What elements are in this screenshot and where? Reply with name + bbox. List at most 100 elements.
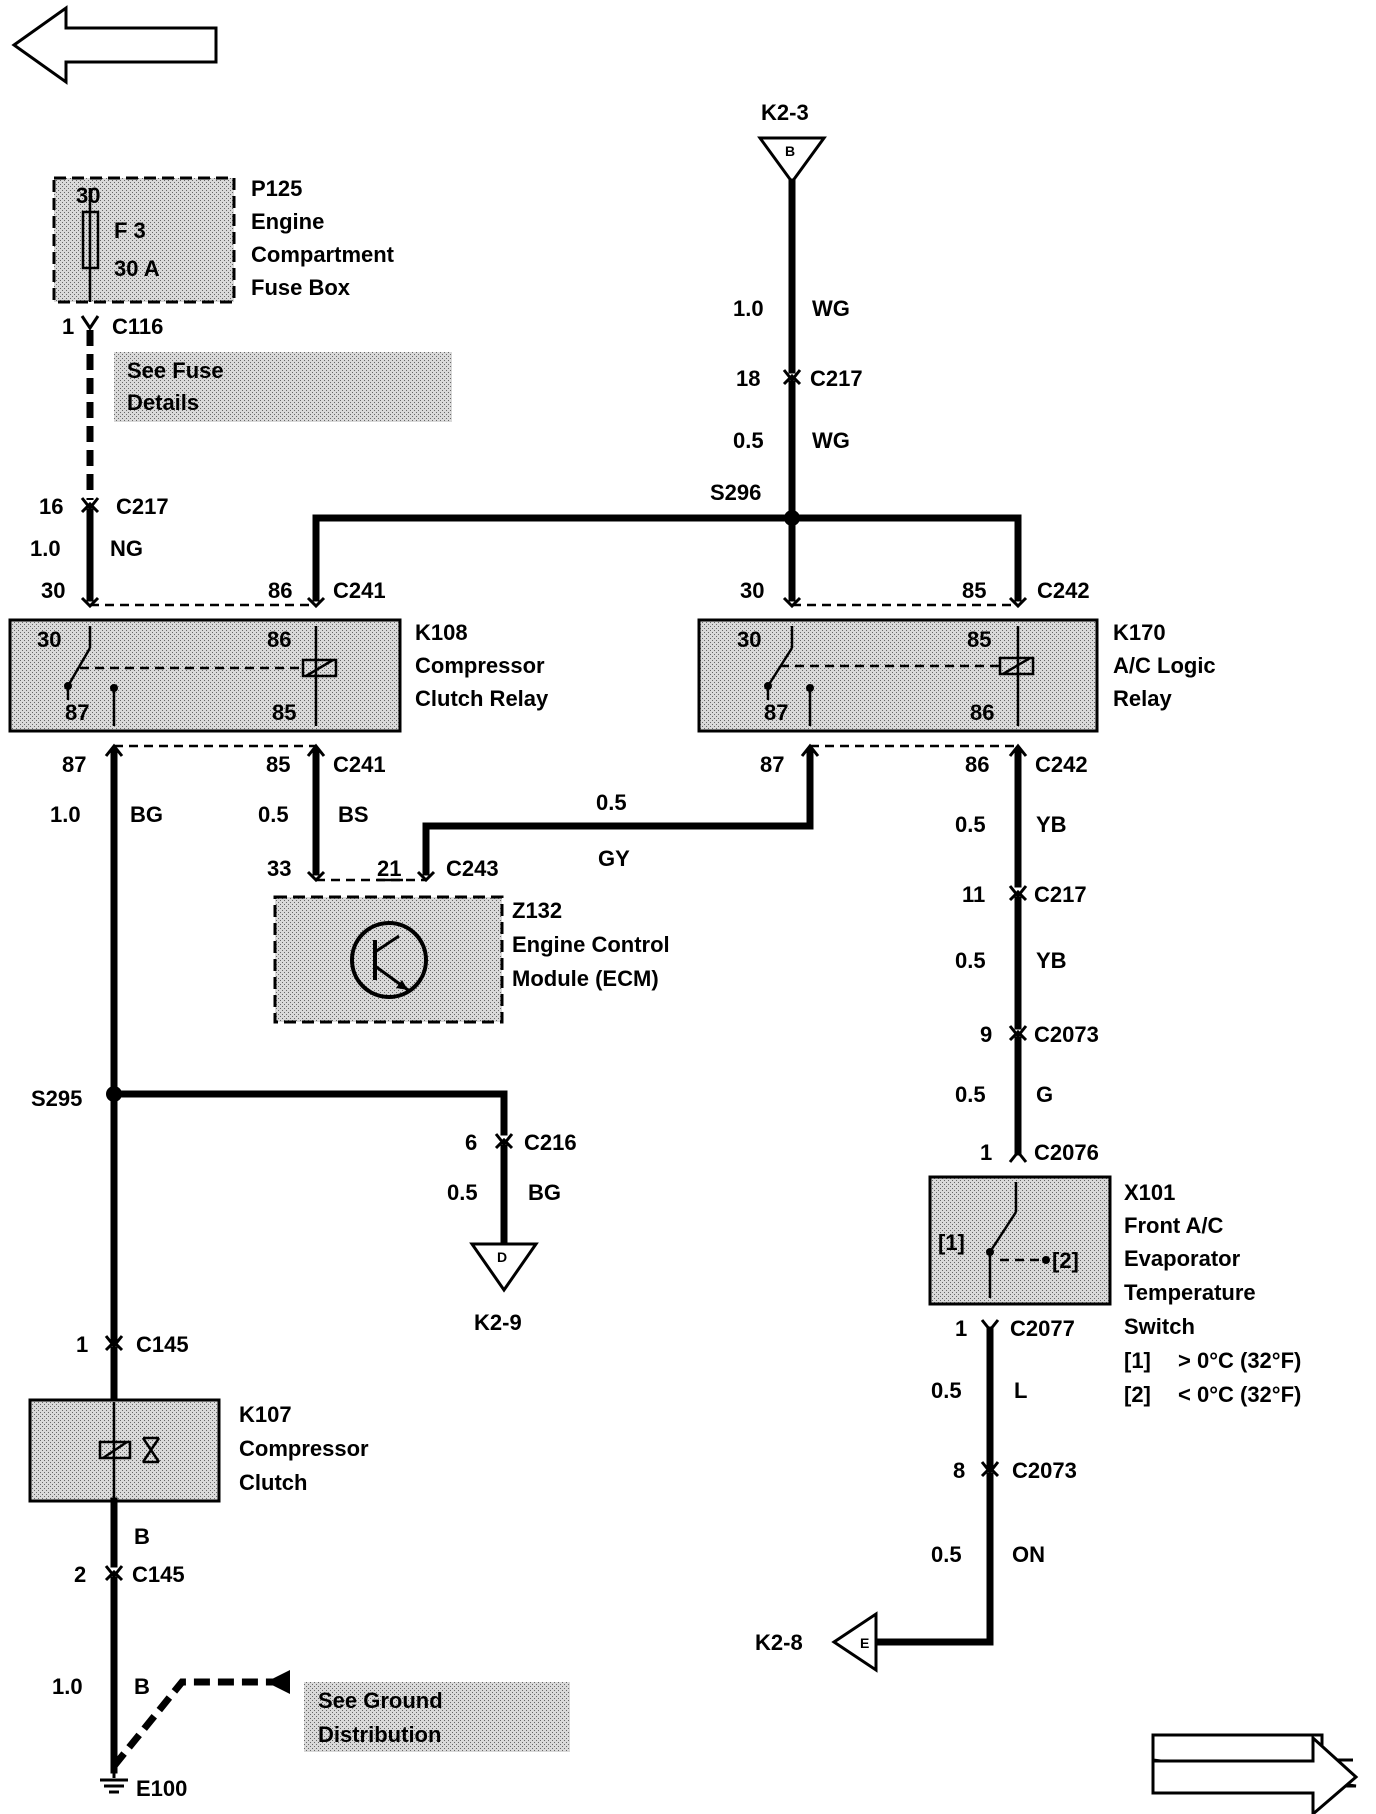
fuse-details-note-box[interactable] bbox=[114, 352, 452, 422]
c116-connector bbox=[80, 315, 100, 331]
c2077-conn: C2077 bbox=[1010, 1316, 1075, 1341]
c216-conn: C216 bbox=[524, 1130, 577, 1155]
c145-2-conn: C145 bbox=[132, 1562, 185, 1587]
k170-relay-switch-icon bbox=[764, 626, 1035, 726]
c242-85-pin: 85 bbox=[962, 578, 986, 603]
evap-switch-name-line1: Front A/C bbox=[1124, 1213, 1223, 1238]
evap-legend2-text: < 0°C (32°F) bbox=[1178, 1382, 1301, 1407]
k108-name-line2: Clutch Relay bbox=[415, 686, 549, 711]
fuse-icon bbox=[81, 188, 100, 302]
s295-branch-wire bbox=[110, 1090, 508, 1136]
b2-color: B bbox=[134, 1674, 150, 1699]
c145-2-connector bbox=[104, 1565, 124, 1582]
ref-k2-8-label: K2-8 bbox=[755, 1630, 803, 1655]
c241-bottom-conn: C241 bbox=[333, 752, 386, 777]
ground-dist-line1[interactable]: See Ground bbox=[318, 1688, 443, 1713]
k108-pin-85: 85 bbox=[272, 700, 296, 725]
k170-pin-30: 30 bbox=[737, 627, 761, 652]
c241-86-pin: 86 bbox=[268, 578, 292, 603]
c242-top-pin-30 bbox=[782, 596, 802, 609]
c242-bottom-pin-87 bbox=[800, 743, 820, 757]
fuse-box-name-line3: Fuse Box bbox=[251, 275, 351, 300]
ref-k2-3-letter: B bbox=[785, 143, 795, 159]
ref-k2-9-triangle bbox=[469, 1242, 539, 1293]
fuse-pin-label: 30 bbox=[76, 183, 100, 208]
c243-21-pin: 21 bbox=[377, 856, 401, 881]
c242-86-pin: 86 bbox=[965, 752, 989, 777]
k108-pin-87: 87 bbox=[65, 700, 89, 725]
clutch-coil-icon bbox=[98, 1402, 161, 1499]
k170-pin-85: 85 bbox=[967, 627, 991, 652]
fuse-rating: 30 A bbox=[114, 256, 160, 281]
wg1-size: 1.0 bbox=[733, 296, 764, 321]
fuse-details-line2[interactable]: Details bbox=[127, 390, 199, 415]
gy-size: 0.5 bbox=[596, 790, 627, 815]
k170-id: K170 bbox=[1113, 620, 1166, 645]
evap-legend1-key: [1] bbox=[1124, 1348, 1151, 1373]
yb1-color: YB bbox=[1036, 812, 1067, 837]
c217-11-conn: C217 bbox=[1034, 882, 1087, 907]
fuse-number: F 3 bbox=[114, 218, 146, 243]
s296-label: S296 bbox=[710, 480, 761, 505]
c216-pin: 6 bbox=[465, 1130, 477, 1155]
c217-16-connector bbox=[80, 497, 100, 514]
bs-size: 0.5 bbox=[258, 802, 289, 827]
evap-legend1-text: > 0°C (32°F) bbox=[1178, 1348, 1301, 1373]
s296-splice-dot bbox=[784, 510, 800, 526]
clutch-name-line1: Compressor bbox=[239, 1436, 369, 1461]
c242-30-pin: 30 bbox=[740, 578, 764, 603]
c241-85-pin: 85 bbox=[266, 752, 290, 777]
c241-top-pin-86 bbox=[306, 596, 326, 609]
compressor-clutch-box bbox=[28, 1398, 221, 1503]
c243-33-pin: 33 bbox=[267, 856, 291, 881]
ng-size: 1.0 bbox=[30, 536, 61, 561]
c243-conn: C243 bbox=[446, 856, 499, 881]
g-color: G bbox=[1036, 1082, 1053, 1107]
c2073-8-connector bbox=[980, 1461, 1000, 1478]
ground-dist-note-box[interactable] bbox=[304, 1682, 570, 1752]
ref-k2-3-triangle bbox=[757, 136, 827, 185]
previous-page-arrow-icon[interactable] bbox=[11, 5, 218, 85]
c217-16-conn: C217 bbox=[116, 494, 169, 519]
c217-18-connector bbox=[782, 369, 802, 386]
c2077-pin: 1 bbox=[955, 1316, 967, 1341]
next-page-arrow-shape[interactable] bbox=[1151, 1734, 1359, 1814]
l-size: 0.5 bbox=[931, 1378, 962, 1403]
c241-87-pin: 87 bbox=[62, 752, 86, 777]
k108-name-line1: Compressor bbox=[415, 653, 545, 678]
evap-switch-id: X101 bbox=[1124, 1180, 1175, 1205]
c217-18-conn: C217 bbox=[810, 366, 863, 391]
ref-k2-9-letter: D bbox=[497, 1249, 507, 1265]
c2076-conn: C2076 bbox=[1034, 1140, 1099, 1165]
gy-color: GY bbox=[598, 846, 630, 871]
fuse-details-line1[interactable]: See Fuse bbox=[127, 358, 224, 383]
bg1-size: 1.0 bbox=[50, 802, 81, 827]
c116-pin: 1 bbox=[62, 314, 74, 339]
k108-pin-30: 30 bbox=[37, 627, 61, 652]
k170-pin-87: 87 bbox=[764, 700, 788, 725]
evap-switch-name-line3: Temperature bbox=[1124, 1280, 1256, 1305]
k108-pin-86: 86 bbox=[267, 627, 291, 652]
c145-1-connector bbox=[104, 1335, 124, 1352]
c241-top-conn: C241 bbox=[333, 578, 386, 603]
c2073-9-connector bbox=[1008, 1025, 1028, 1042]
evap-switch-pos1: [1] bbox=[938, 1230, 965, 1255]
c2073-8-conn: C2073 bbox=[1012, 1458, 1077, 1483]
evap-legend2-key: [2] bbox=[1124, 1382, 1151, 1407]
ecm-id: Z132 bbox=[512, 898, 562, 923]
evap-switch-pos2: [2] bbox=[1052, 1248, 1079, 1273]
c242-top-conn: C242 bbox=[1037, 578, 1090, 603]
c217-11-pin: 11 bbox=[962, 882, 985, 907]
c2073-9-conn: C2073 bbox=[1034, 1022, 1099, 1047]
yb2-size: 0.5 bbox=[955, 948, 986, 973]
k170-name-line2: Relay bbox=[1113, 686, 1172, 711]
bg2-size: 0.5 bbox=[447, 1180, 478, 1205]
bg2-color: BG bbox=[528, 1180, 561, 1205]
ground-id: E100 bbox=[136, 1776, 187, 1801]
c241-bottom-pin-85 bbox=[306, 743, 326, 757]
fuse-box-id: P125 bbox=[251, 176, 302, 201]
clutch-id: K107 bbox=[239, 1402, 292, 1427]
ground-dist-line2[interactable]: Distribution bbox=[318, 1722, 441, 1747]
c242-87-pin: 87 bbox=[760, 752, 784, 777]
